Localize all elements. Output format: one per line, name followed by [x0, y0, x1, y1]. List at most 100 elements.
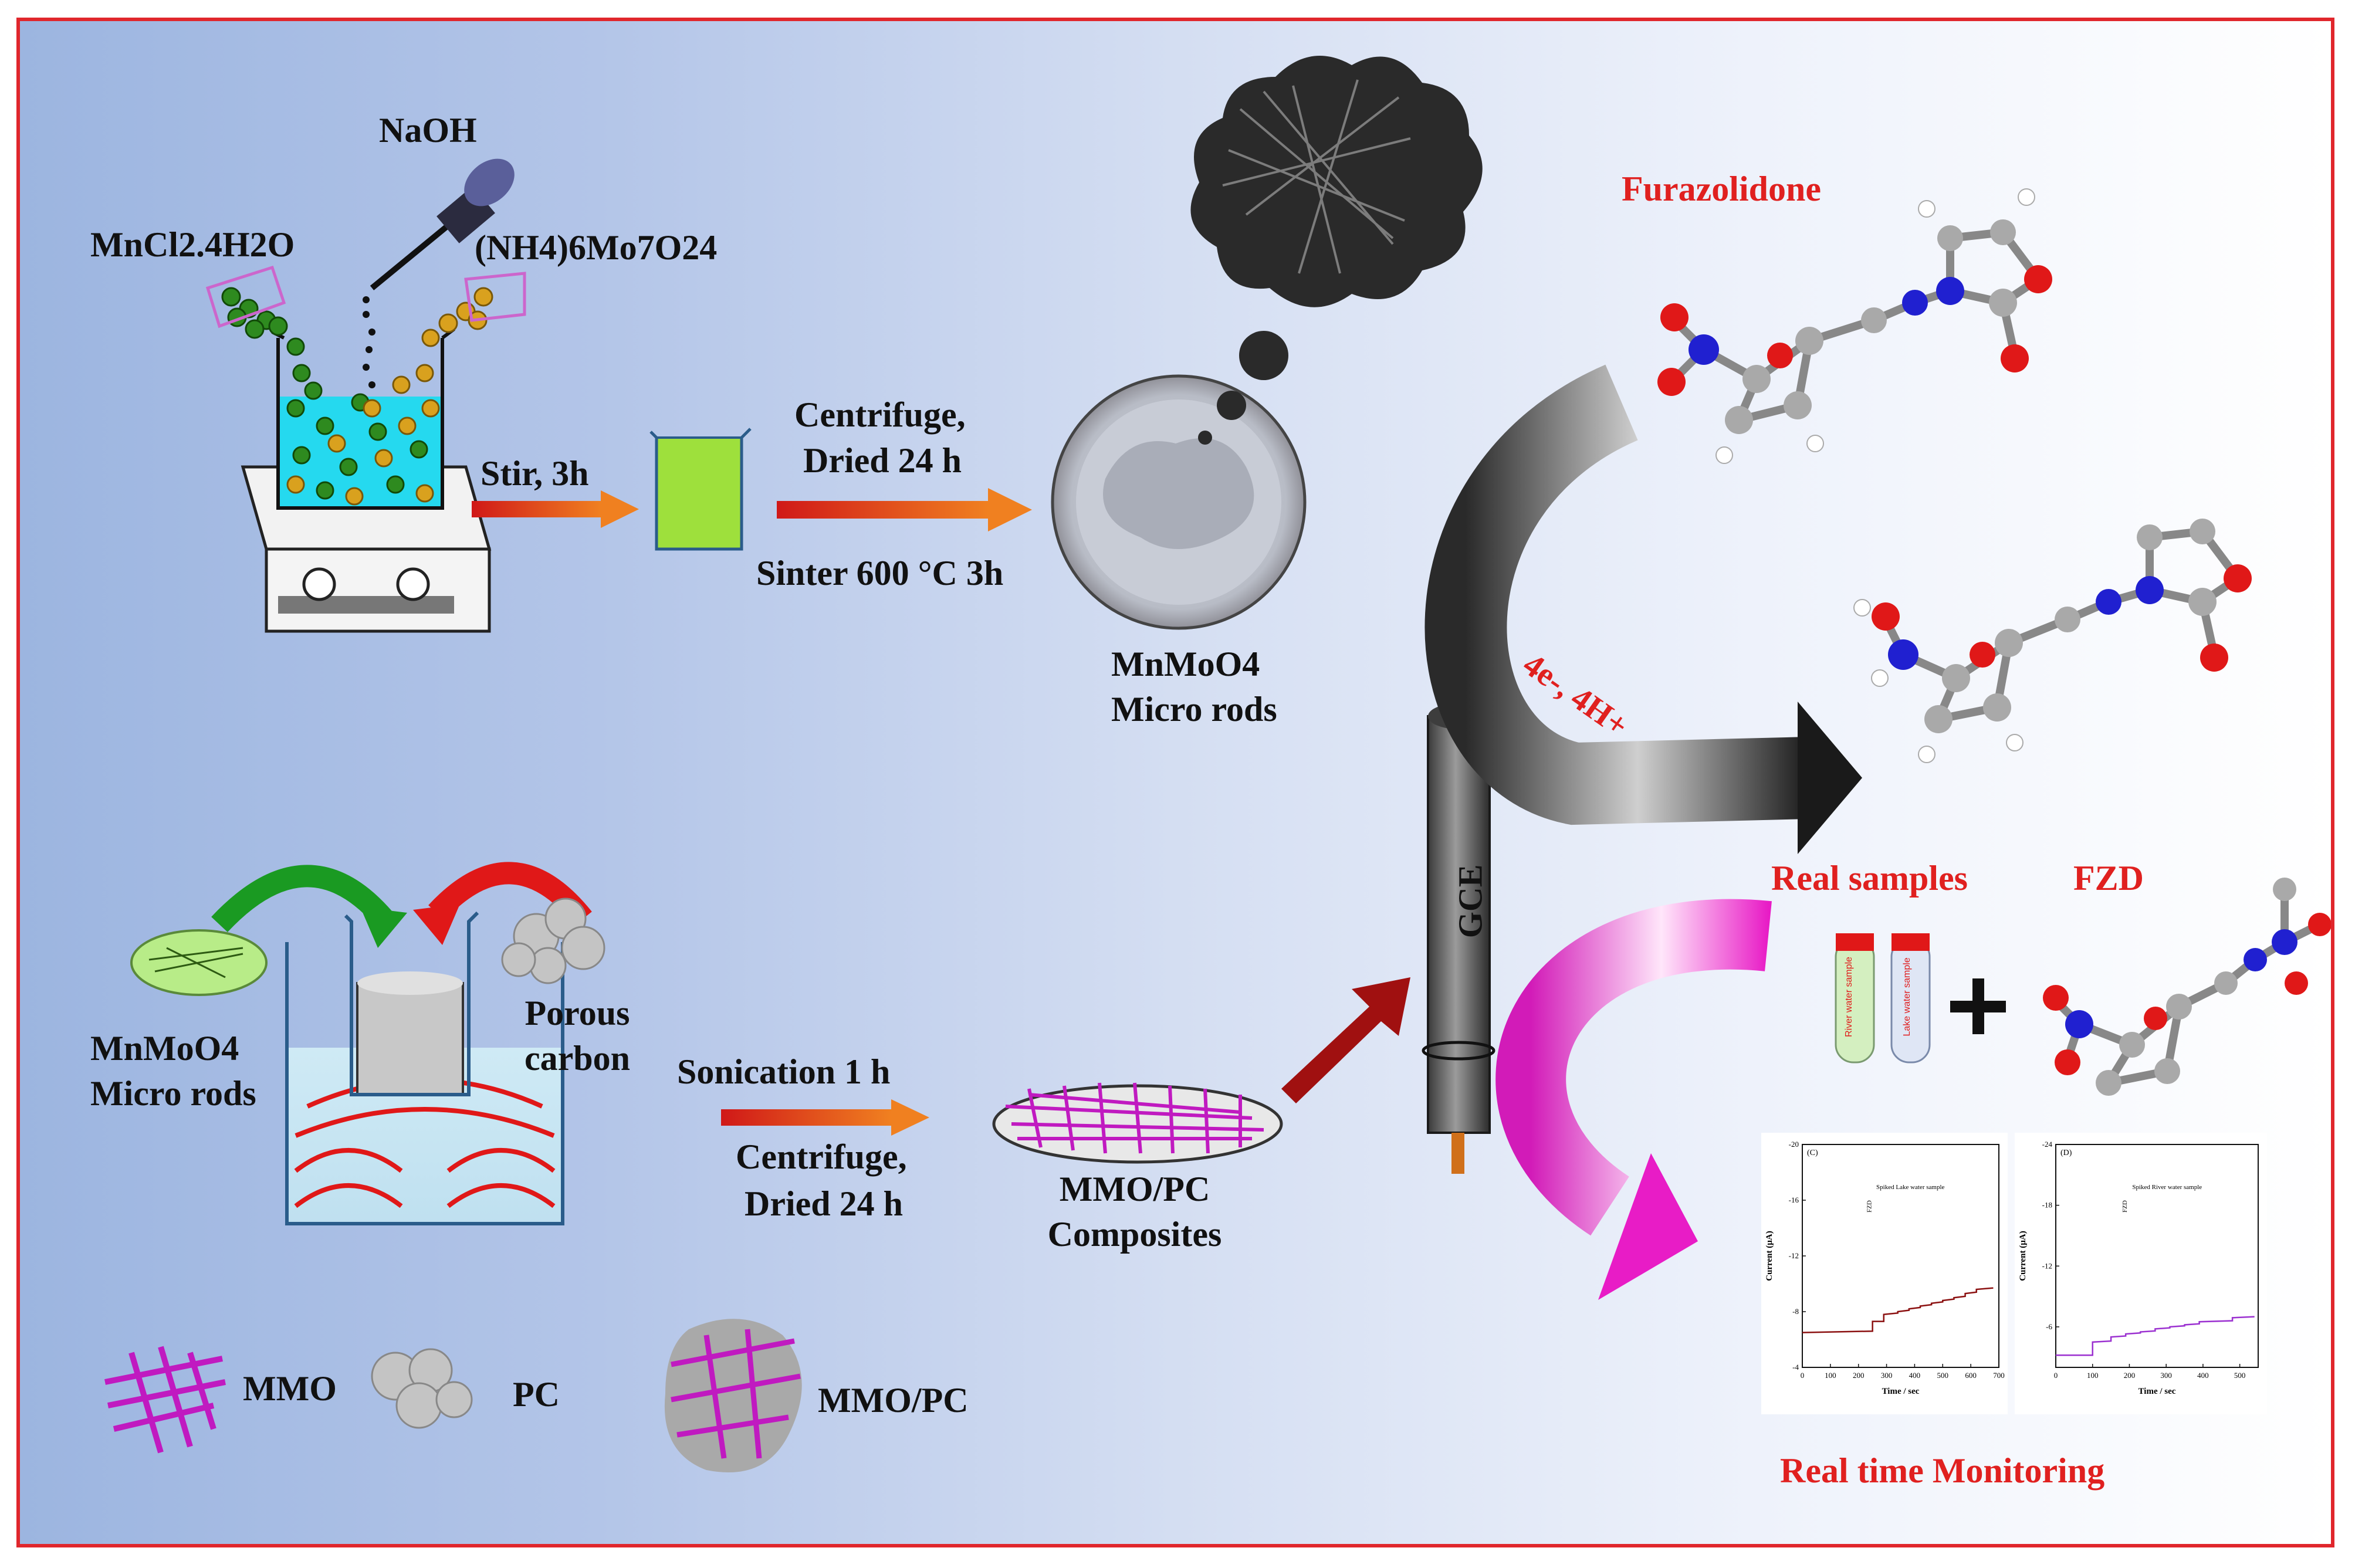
label-centrifuge-bottom: Centrifuge, [736, 1137, 907, 1176]
pouring-cup-left [205, 265, 286, 328]
porous-carbon-cluster [501, 898, 605, 984]
tube-label-river: River water sample [1844, 956, 1855, 1037]
label-mnmoo4-bottom: MnMoO4 Micro rods [90, 1030, 256, 1112]
fzd-marker-label: FZD [1866, 1200, 1873, 1213]
label-sonication: Sonication 1 h [677, 1052, 891, 1091]
pouring-cup-right [464, 272, 526, 322]
chart-annotation: Spiked River water sample [2132, 1184, 2202, 1191]
label-ammonium-molybdate: (NH4)6Mo7O24 [475, 228, 718, 267]
label-mmo-pc-composites: MMO/PC Composites [1029, 1171, 1240, 1253]
legend-pc-label: PC [513, 1375, 560, 1414]
label-mmo-pc-line1: MMO/PC [1059, 1170, 1210, 1208]
arrow-to-gce [1281, 977, 1410, 1103]
label-mncl2: MnCl2.4H2O [90, 225, 295, 264]
y-tick-label: -12 [1789, 1251, 1799, 1260]
arrow-centrifuge [777, 488, 1032, 531]
y-tick-label: -16 [1789, 1196, 1799, 1204]
pink-curved-arrow [1495, 899, 1772, 1300]
x-tick-label: 300 [2160, 1371, 2172, 1380]
panel-label: (C) [1807, 1149, 1818, 1157]
legend-mmo-icon [104, 1346, 226, 1454]
y-tick-label: -18 [2042, 1201, 2052, 1210]
mnmoo4-dish-green [130, 929, 268, 996]
label-mnmoo4-top-line2: Micro rods [1111, 690, 1277, 729]
lake-water-tube [1890, 933, 1931, 1064]
y-tick-label: -4 [1792, 1363, 1799, 1371]
x-tick-label: 600 [1965, 1371, 1977, 1380]
x-axis-label: Time / sec [1882, 1387, 1920, 1396]
composite-beaker [344, 911, 479, 1096]
molecule-reduced-product [1853, 519, 2252, 763]
label-stir: Stir, 3h [481, 454, 589, 493]
y-tick-label: -12 [2042, 1261, 2052, 1270]
label-real-time-monitoring: Real time Monitoring [1780, 1451, 2105, 1490]
y-tick-label: -24 [2042, 1140, 2053, 1149]
molecule-fzd [2043, 878, 2331, 1096]
x-tick-label: 400 [1909, 1371, 1921, 1380]
label-mmo-pc-line2: Composites [1047, 1215, 1222, 1254]
plus-icon [1950, 978, 2006, 1034]
dropper-icon [363, 158, 515, 388]
y-tick-label: -6 [2046, 1322, 2052, 1331]
green-solution-beaker [649, 428, 752, 551]
label-real-samples: Real samples [1771, 859, 1968, 898]
sem-image-bubble [1190, 56, 1483, 445]
label-mnmoo4-top-line1: MnMoO4 [1111, 645, 1260, 683]
label-sinter: Sinter 600 °C 3h [756, 554, 1004, 592]
current-trace [1802, 1287, 1994, 1333]
label-mnmoo4-top: MnMoO4 Micro rods [1111, 645, 1277, 729]
fzd-marker-label: FZD [2121, 1200, 2129, 1213]
label-fzd: FZD [2073, 859, 2144, 898]
x-tick-label: 700 [1993, 1371, 2005, 1380]
x-tick-label: 400 [2197, 1371, 2209, 1380]
panel-label: (D) [2060, 1149, 2072, 1157]
label-dried-top: Dried 24 h [803, 441, 962, 480]
label-centrifuge-top: Centrifuge, [794, 395, 966, 434]
label-naoh: NaOH [379, 111, 477, 150]
legend-mmo-pc-icon [664, 1319, 802, 1472]
label-mnmoo4-bottom-line1: MnMoO4 [90, 1029, 239, 1068]
green-curved-arrow [211, 865, 407, 948]
label-dried-bottom: Dried 24 h [745, 1184, 903, 1223]
current-trace [2056, 1316, 2255, 1356]
x-tick-label: 0 [1801, 1371, 1805, 1380]
orange-particles [286, 287, 493, 506]
label-mnmoo4-bottom-line2: Micro rods [90, 1074, 256, 1113]
legend-mmo-label: MMO [243, 1369, 337, 1408]
label-porous-line2: carbon [525, 1039, 630, 1078]
x-tick-label: 200 [1853, 1371, 1865, 1380]
molecule-furazolidone [1657, 188, 2052, 464]
x-tick-label: 100 [1825, 1371, 1836, 1380]
plot-frame [1802, 1144, 1999, 1368]
x-axis-label: Time / sec [2138, 1387, 2176, 1396]
legend-mmo-pc-label: MMO/PC [818, 1381, 969, 1420]
arrow-sonication [721, 1099, 929, 1136]
x-tick-label: 200 [2124, 1371, 2136, 1380]
mnmoo4-powder-dish [1051, 374, 1307, 630]
grey-curved-arrow [1424, 364, 1862, 854]
x-tick-label: 100 [2087, 1371, 2099, 1380]
label-furazolidone: Furazolidone [1622, 170, 1821, 208]
x-tick-label: 500 [1937, 1371, 1949, 1380]
x-tick-label: 300 [1881, 1371, 1893, 1380]
y-tick-label: -8 [1792, 1307, 1799, 1316]
x-tick-label: 0 [2054, 1371, 2058, 1380]
x-tick-label: 500 [2234, 1371, 2246, 1380]
mmo-pc-composite-dish [992, 1082, 1283, 1164]
diagram-artwork [104, 56, 2331, 1472]
y-axis-label: Current (µA) [1765, 1231, 1774, 1281]
label-porous-carbon: Porous carbon [507, 995, 648, 1077]
chart-annotation: Spiked Lake water sample [1876, 1184, 1944, 1191]
river-water-tube [1835, 933, 1875, 1064]
arrow-stir [472, 490, 639, 528]
legend-pc-icon [371, 1348, 473, 1429]
plot-frame [2055, 1144, 2259, 1368]
tube-label-lake: Lake water sample [1901, 957, 1912, 1037]
label-gce: GCE [1451, 864, 1490, 939]
gce-electrode [1422, 703, 1495, 1174]
green-particles [221, 287, 428, 500]
label-porous-line1: Porous [525, 994, 630, 1032]
